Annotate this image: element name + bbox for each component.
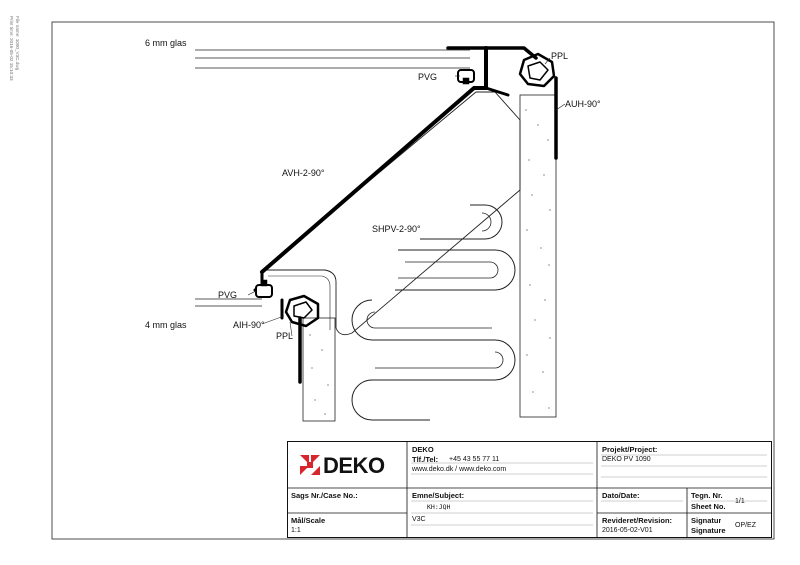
deko-logo-mark [300, 455, 320, 475]
company-phone-label: Tlf./Tel: [412, 455, 439, 464]
company-web: www.deko.dk / www.deko.com [412, 466, 507, 473]
label-ppl-top: PPL [551, 51, 568, 61]
signature-label-2: Signature [691, 526, 726, 535]
subject-label: Emne/Subject: [412, 491, 465, 500]
label-ppl-bottom: PPL [276, 331, 293, 341]
side-note-line2: File name: 1090_V3C.dwg [15, 16, 20, 71]
label-glass-top: 6 mm glas [145, 38, 187, 48]
side-note-line1: Print time: 2016-05-02 15:10:33 [9, 16, 14, 81]
company-phone: +45 43 55 77 11 [449, 456, 500, 463]
label-pvg-top: PVG [418, 72, 437, 82]
subject-value-1: KH:JQH [427, 503, 451, 511]
label-auh: AUH-90° [565, 99, 601, 109]
insulation-pattern [309, 109, 551, 415]
profile-drawing [195, 49, 557, 422]
drawing-no-value: 1/1 [735, 498, 745, 505]
ppl-clips [284, 52, 556, 328]
label-pvg-bottom: PVG [218, 290, 237, 300]
label-shpv: SHPV-2-90° [372, 224, 421, 234]
scale-value: 1:1 [291, 527, 301, 534]
label-aih: AIH-90° [233, 320, 265, 330]
scale-label: Mål/Scale [291, 516, 326, 525]
label-avh: AVH-2-90° [282, 168, 325, 178]
aluminium-profiles [253, 46, 558, 384]
company-name: DEKO [412, 445, 434, 454]
drawing-no-label-1: Tegn. Nr. [691, 491, 723, 500]
case-label: Sags Nr./Case No.: [291, 491, 358, 500]
revision-label: Revideret/Revision: [602, 516, 673, 525]
signature-label-1: Signatur [691, 516, 722, 525]
title-block: DEKO DEKO Tlf./Tel: +45 43 55 77 11 www.… [287, 441, 772, 538]
date-label: Dato/Date: [602, 491, 640, 500]
drawing-frame [51, 21, 775, 540]
project-value: DEKO PV 1090 [602, 456, 651, 463]
subject-value-2: V3C [412, 516, 426, 523]
label-glass-bottom: 4 mm glas [145, 320, 187, 330]
drawing-no-label-2: Sheet No. [691, 502, 726, 511]
project-label: Projekt/Project: [602, 445, 658, 454]
side-print-note: Print time: 2016-05-02 15:10:33 File nam… [2, 12, 24, 102]
revision-value: 2016-05-02-V01 [602, 527, 653, 534]
annotation-labels: 6 mm glas 4 mm glas PVG PVG PPL PPL AUH-… [145, 38, 601, 341]
logo-wordmark: DEKO [323, 453, 385, 478]
signature-value: OP/EZ [735, 522, 757, 529]
leader-lines [247, 57, 566, 337]
